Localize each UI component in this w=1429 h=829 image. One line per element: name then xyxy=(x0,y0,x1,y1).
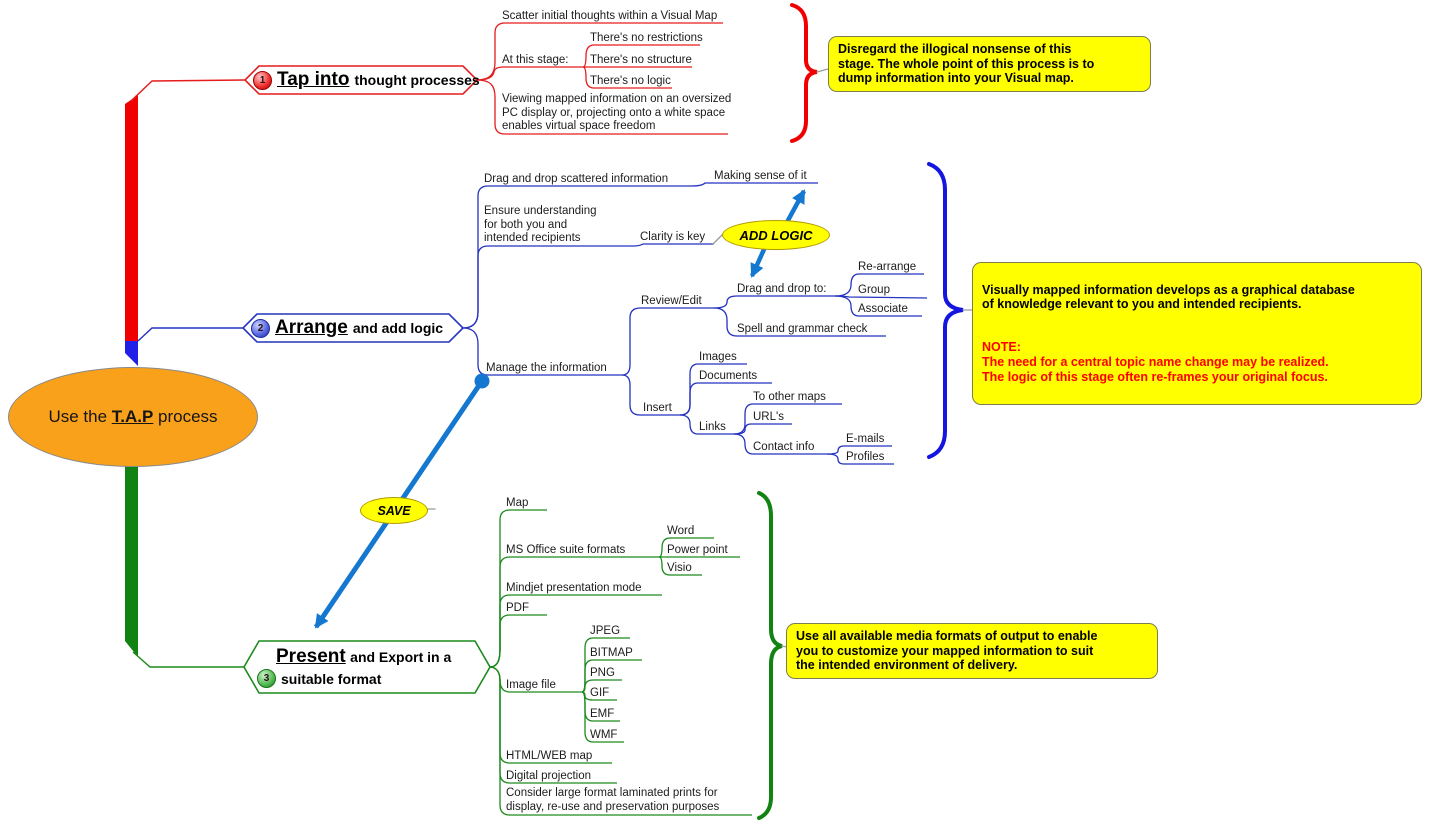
arrange-title: Arrange xyxy=(275,317,348,338)
central-topic-label: Use the T.A.P process xyxy=(48,407,218,426)
topic-at-this-stage[interactable]: At this stage: xyxy=(502,54,569,66)
topic-images[interactable]: Images xyxy=(699,351,737,363)
main-topic-arrange[interactable]: 2 Arrange and add logic xyxy=(243,314,471,342)
topic-jpeg[interactable]: JPEG xyxy=(590,625,621,637)
arrow-add-logic-down xyxy=(749,244,769,278)
present-title: Present xyxy=(276,646,346,667)
callout-save[interactable]: SAVE xyxy=(360,497,428,524)
topic-gif[interactable]: GIF xyxy=(590,687,610,699)
present-title-row2: 3 suitable format xyxy=(257,669,381,688)
main-topic-present[interactable]: Present and Export in a 3 suitable forma… xyxy=(244,641,490,693)
topic-number-3-icon: 3 xyxy=(257,669,276,688)
topic-visio[interactable]: Visio xyxy=(667,562,692,574)
central-topic[interactable]: Use the T.A.P process xyxy=(8,367,258,467)
relationship-arrows xyxy=(313,189,806,629)
topic-links[interactable]: Links xyxy=(699,421,726,433)
note-present-stage[interactable]: Use all available media formats of outpu… xyxy=(786,623,1158,679)
topic-urls[interactable]: URL's xyxy=(753,411,784,423)
topic-power-point[interactable]: Power point xyxy=(667,544,728,556)
topic-consider-large-format-prints[interactable]: Consider large format laminated prints f… xyxy=(506,787,720,813)
topic-image-file[interactable]: Image file xyxy=(506,679,556,691)
topic-drag-and-drop-to[interactable]: Drag and drop to: xyxy=(737,283,827,295)
present-subtitle2: suitable format xyxy=(281,670,382,687)
main-topic-tap-into[interactable]: 1 Tap into thought processes xyxy=(245,66,485,94)
brace-arrange xyxy=(927,162,964,459)
topic-ensure-understanding[interactable]: Ensure understanding for both you and in… xyxy=(484,205,597,244)
main-topic-borders xyxy=(241,65,491,694)
brace-present xyxy=(757,491,783,820)
topic-emf[interactable]: EMF xyxy=(590,708,615,720)
topic-emails[interactable]: E-mails xyxy=(846,433,885,445)
topic-no-restrictions[interactable]: There's no restrictions xyxy=(590,32,703,44)
note-tap-stage[interactable]: Disregard the illogical nonsense of this… xyxy=(828,36,1151,92)
note-arrange-red-text: NOTE: The need for a central topic name … xyxy=(982,340,1329,384)
topic-png[interactable]: PNG xyxy=(590,667,615,679)
topic-spell-and-grammar-check[interactable]: Spell and grammar check xyxy=(737,323,868,335)
topic-bitmap[interactable]: BITMAP xyxy=(590,647,633,659)
spine xyxy=(125,79,246,668)
topic-manage-the-information[interactable]: Manage the information xyxy=(486,362,607,374)
arrange-subtitle: and add logic xyxy=(352,320,444,336)
arrange-branch-lines xyxy=(462,182,928,465)
tap-title: Tap into xyxy=(277,69,350,90)
topic-making-sense-of-it[interactable]: Making sense of it xyxy=(714,170,807,182)
topic-drag-and-drop-scattered[interactable]: Drag and drop scattered information xyxy=(484,173,669,185)
callout-add-logic[interactable]: ADD LOGIC xyxy=(722,220,830,250)
topic-ms-office-suite-formats[interactable]: MS Office suite formats xyxy=(506,544,626,556)
note-arrange-stage[interactable]: Visually mapped information develops as … xyxy=(972,262,1422,405)
topic-viewing-mapped-information[interactable]: Viewing mapped information on an oversiz… xyxy=(502,93,732,132)
topic-scatter-initial-thoughts[interactable]: Scatter initial thoughts within a Visual… xyxy=(502,10,718,22)
topic-pdf[interactable]: PDF xyxy=(506,602,529,614)
present-subtitle: and Export in a xyxy=(350,649,452,665)
tap-subtitle: thought processes xyxy=(354,72,480,88)
topic-to-other-maps[interactable]: To other maps xyxy=(753,391,826,403)
present-title-row: Present and Export in a xyxy=(276,646,451,668)
topic-no-structure[interactable]: There's no structure xyxy=(590,54,692,66)
topic-associate[interactable]: Associate xyxy=(858,303,908,315)
note-arrange-black-text: Visually mapped information develops as … xyxy=(982,282,1355,312)
topic-documents[interactable]: Documents xyxy=(699,370,758,382)
topic-profiles[interactable]: Profiles xyxy=(846,451,885,463)
topic-digital-projection[interactable]: Digital projection xyxy=(506,770,592,782)
topic-group[interactable]: Group xyxy=(858,284,890,296)
topic-contact-info[interactable]: Contact info xyxy=(753,441,815,453)
topic-number-1-icon: 1 xyxy=(253,70,272,90)
topic-word[interactable]: Word xyxy=(667,525,695,537)
topic-clarity-is-key[interactable]: Clarity is key xyxy=(640,231,706,243)
topic-wmf[interactable]: WMF xyxy=(590,729,618,741)
brace-tap xyxy=(790,3,818,143)
topic-review-edit[interactable]: Review/Edit xyxy=(641,295,702,307)
topic-mindjet-presentation-mode[interactable]: Mindjet presentation mode xyxy=(506,582,642,594)
topic-no-logic[interactable]: There's no logic xyxy=(590,75,671,87)
topic-insert[interactable]: Insert xyxy=(643,402,672,414)
arrow-save-origin-dot xyxy=(474,373,490,389)
topic-number-2-icon: 2 xyxy=(251,318,270,338)
central-topic-acronym: T.A.P xyxy=(111,407,154,426)
tap-branch-lines xyxy=(476,22,728,135)
topic-map[interactable]: Map xyxy=(506,497,529,509)
present-branch-lines xyxy=(489,509,752,816)
arrow-add-logic-up xyxy=(784,189,806,226)
topic-html-web-map[interactable]: HTML/WEB map xyxy=(506,750,593,762)
topic-re-arrange[interactable]: Re-arrange xyxy=(858,261,917,273)
braces xyxy=(425,3,973,820)
